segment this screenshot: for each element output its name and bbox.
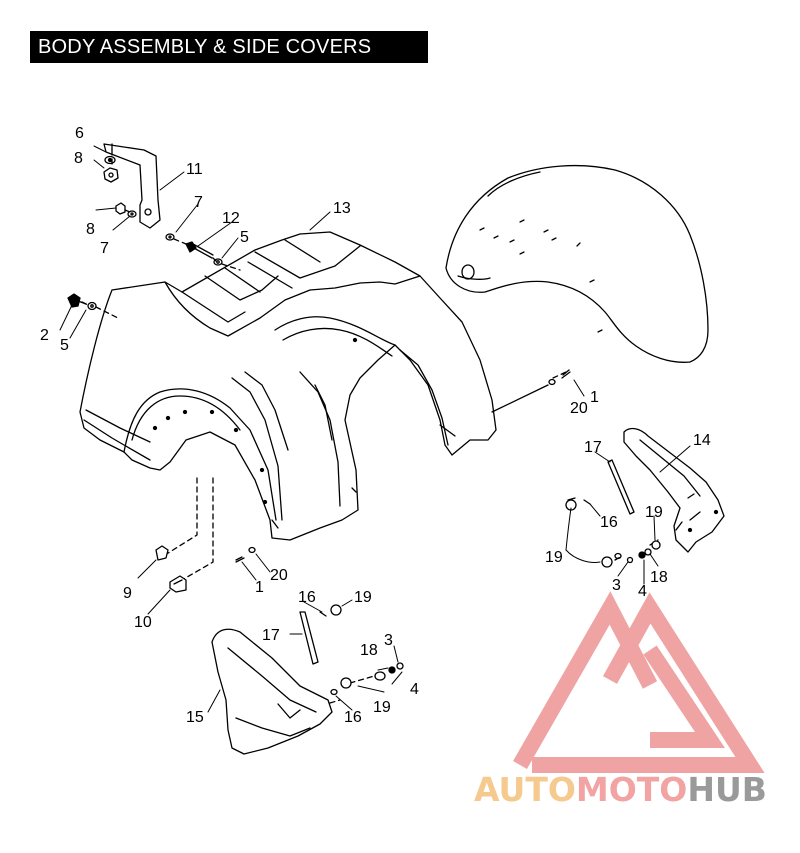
callout-17-right: 17: [584, 439, 602, 456]
callout-18-left: 18: [360, 642, 378, 659]
callout-10: 10: [134, 614, 152, 631]
callout-7-right: 7: [194, 194, 203, 211]
screw-16-left-a: [319, 611, 327, 617]
callout-numbers: 6 8 11 7 12 5 8 7 13 2 5 9 10 1 20 20 1 …: [40, 125, 711, 726]
callout-3-left: 3: [384, 632, 393, 649]
callout-19-left-top: 19: [354, 589, 372, 606]
callout-15: 15: [186, 709, 204, 726]
diagram-title: BODY ASSEMBLY & SIDE COVERS: [30, 31, 428, 63]
callout-2: 2: [40, 327, 49, 344]
callout-18-right: 18: [650, 569, 668, 586]
hardware-washer-7b: [165, 233, 175, 241]
hardware-washer-5a: [213, 258, 223, 266]
callout-5-left: 5: [60, 337, 69, 354]
grommet-19-right-c: [651, 540, 661, 550]
speed-nut-9: [155, 545, 169, 561]
callout-6: 6: [75, 125, 84, 142]
hardware-washer-5b: [87, 301, 97, 311]
callout-7-lower: 7: [100, 240, 109, 257]
screw-1-left: [235, 556, 245, 563]
callout-8-top: 8: [74, 150, 83, 167]
callout-19-right-top: 19: [645, 504, 663, 521]
watermark-part-hub: HUB: [687, 770, 767, 809]
body-assembly-part-13: [79, 231, 497, 541]
hardware-nut-8-lower: [115, 202, 126, 215]
screw-16-left-b: [330, 688, 338, 696]
callout-19-left-bottom: 19: [373, 699, 391, 716]
callout-20-right: 20: [570, 400, 588, 417]
watermark-logo-icon: [513, 591, 765, 773]
watermark-part-moto: MOTO: [575, 770, 688, 809]
hardware-nut-8-top: [103, 167, 119, 183]
callout-11: 11: [186, 161, 203, 178]
nut-3-4-18-left: [374, 662, 404, 681]
screw-16-right-a: [583, 499, 591, 505]
rear-fender-shell: [445, 164, 709, 363]
callout-leaders: [59, 145, 691, 713]
callout-20-left: 20: [270, 567, 288, 584]
callout-16-right: 16: [600, 514, 618, 531]
callout-3-right: 3: [612, 577, 621, 594]
side-cover-right-part-14: [623, 427, 725, 553]
side-cover-left-part-15: [211, 628, 333, 755]
watermark-text: AUTOMOTOHUB: [474, 770, 767, 809]
callout-8-lower: 8: [86, 221, 95, 238]
callout-4-left: 4: [410, 681, 419, 698]
watermark-part-auto: AUTO: [474, 770, 576, 809]
nut-3-4-18-right: [626, 548, 652, 564]
callout-14: 14: [693, 432, 711, 449]
callout-9: 9: [123, 585, 132, 602]
grommet-19-left-a: [330, 604, 342, 616]
grommet-19-right-b: [601, 556, 613, 568]
callout-19-right-left: 19: [545, 549, 563, 566]
clip-10: [169, 575, 187, 593]
rubber-strip-17-right: [607, 459, 635, 515]
washer-20-right: [548, 378, 556, 386]
callout-13: 13: [333, 200, 351, 217]
callout-4-right: 4: [638, 583, 647, 600]
hardware-washer-6: [104, 155, 116, 165]
hardware-washer-7a: [127, 210, 137, 218]
hardware-bolt-2: [67, 293, 87, 308]
mounting-bracket-part-11: [103, 143, 161, 229]
grommet-19-left-b: [340, 677, 352, 689]
hardware-bolt-12: [185, 241, 214, 259]
leader-line: [491, 384, 549, 413]
screw-16-right-b: [614, 552, 622, 560]
callout-16-left-bottom: 16: [344, 709, 362, 726]
callout-1-left: 1: [255, 579, 264, 596]
rubber-strip-17-left: [299, 611, 319, 665]
callout-17-left: 17: [262, 627, 280, 644]
callout-1-right: 1: [590, 389, 599, 406]
screw-1-right: [561, 369, 571, 379]
washer-20-left: [248, 546, 256, 554]
callout-12: 12: [222, 210, 240, 227]
callout-16-left-top: 16: [298, 589, 316, 606]
callout-5-top: 5: [240, 229, 249, 246]
